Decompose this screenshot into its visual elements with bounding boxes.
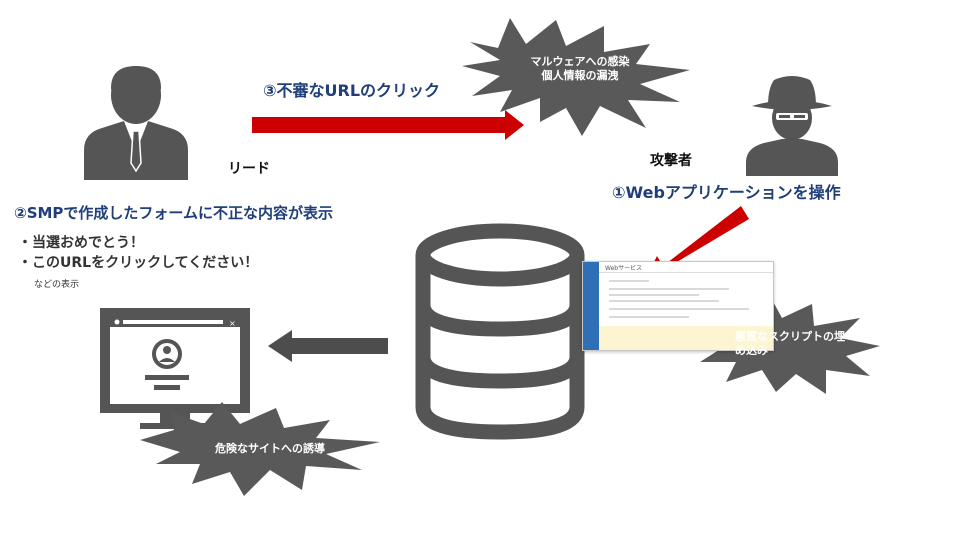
script-burst-line-2: め込み — [735, 344, 768, 357]
database-icon — [415, 223, 585, 440]
infection-burst-line-1: マルウェアへの感染 — [530, 55, 630, 68]
script-burst-text: 悪質なスクリプトの埋 め込み — [735, 330, 855, 358]
thumbnail-highlight-area — [599, 326, 773, 350]
thumbnail-line — [609, 280, 649, 282]
infection-burst-line-2: 個人情報の漏洩 — [541, 69, 619, 82]
webapp-screenshot-thumbnail: Webサービス — [582, 261, 774, 351]
attacker-label: 攻撃者 — [650, 153, 692, 169]
red-arrow-url-click — [252, 110, 524, 140]
thumbnail-sidebar — [583, 262, 599, 350]
step3-url-click-label: ③不審なURLのクリック — [263, 81, 441, 100]
infection-burst-text: マルウェアへの感染 個人情報の漏洩 — [520, 55, 640, 83]
step2-form-display-label: ②SMPで作成したフォームに不正な内容が表示 — [14, 204, 333, 222]
thumbnail-line — [609, 308, 749, 310]
thumbnail-line — [609, 294, 699, 296]
infection-burst-shape — [462, 18, 690, 136]
svg-text:×: × — [229, 319, 236, 328]
lead-person-icon — [84, 66, 188, 180]
dangerous-site-burst-shape — [140, 402, 380, 496]
thumbnail-line — [609, 288, 729, 290]
thumbnail-line — [609, 316, 689, 318]
lead-label: リード — [228, 161, 270, 177]
dangerous-site-burst-text: 危険なサイトへの誘導 — [215, 442, 325, 455]
message-line-2: ・このURLをクリックしてください！ — [18, 255, 259, 271]
message-line-1: ・当選おめでとう！ — [18, 235, 144, 251]
monitor-browser-icon: × — [100, 308, 250, 429]
attacker-spy-icon — [746, 76, 838, 176]
gray-arrow-display — [268, 330, 388, 362]
step1-operate-webapp-label: ①Webアプリケーションを操作 — [612, 183, 841, 202]
script-burst-line-1: 悪質なスクリプトの埋 — [735, 330, 845, 343]
message-note: などの表示 — [34, 280, 80, 290]
red-arrow-operate-webapp — [646, 206, 749, 279]
thumbnail-line — [609, 300, 719, 302]
thumbnail-app-title: Webサービス — [605, 265, 643, 272]
thumbnail-header: Webサービス — [599, 262, 773, 273]
